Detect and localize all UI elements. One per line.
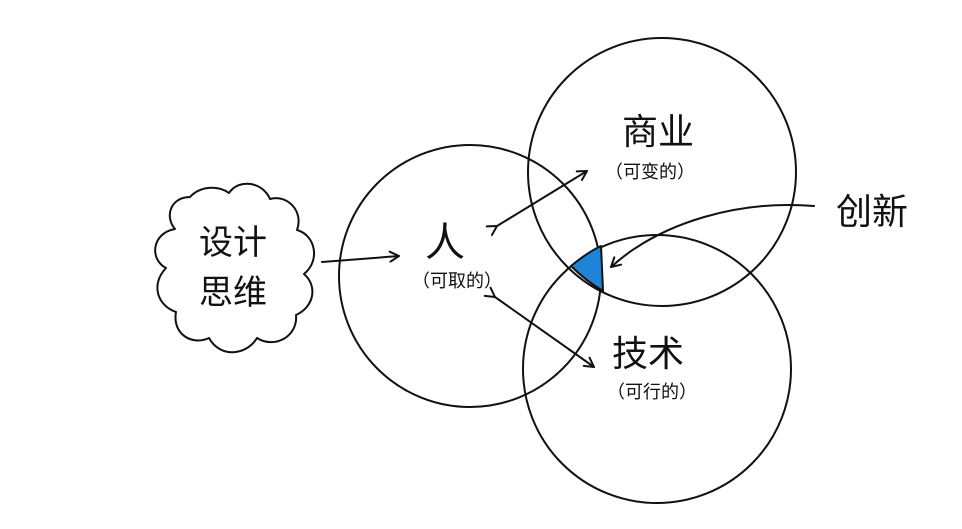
business-title: 商业 [622,112,694,153]
technology-title: 技术 [612,334,684,375]
innovation-region [570,245,604,292]
people-subtitle: （可取的） [412,271,502,292]
people-technology-arrow [483,286,595,368]
design-thinking-line-1: 设计 [199,223,267,263]
innovation-arrow [610,204,815,268]
business-subtitle: （可变的） [605,162,695,183]
people-business-arrow [485,170,588,236]
design-thinking-line-2: 思维 [199,273,267,313]
technology-subtitle: （可行的） [607,382,697,403]
design-thinking-cloud [154,182,316,354]
people-title: 人 [425,220,465,266]
innovation-label: 创新 [836,192,908,233]
design-thinking-arrow [321,250,400,263]
